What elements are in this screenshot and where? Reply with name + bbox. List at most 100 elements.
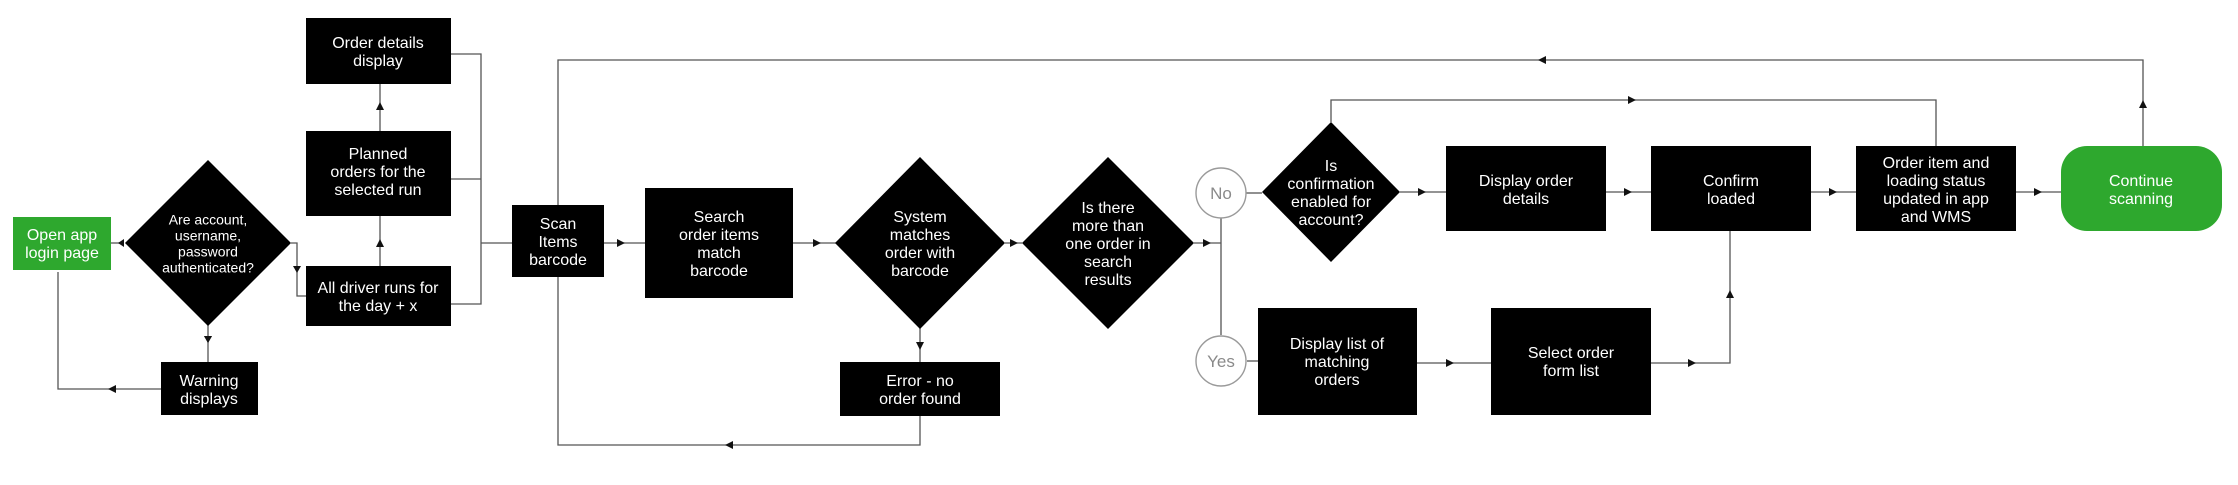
label-line: matches — [890, 227, 950, 244]
driver-runs-box — [306, 266, 451, 326]
select-order-box — [1491, 308, 1651, 415]
label-line: scanning — [2109, 191, 2173, 208]
display-order-details-box — [1446, 146, 1606, 231]
label-line: search — [1084, 254, 1132, 271]
label-line: login page — [25, 245, 99, 262]
authenticated-diamond — [125, 160, 291, 326]
label-line: display — [353, 53, 403, 70]
label-line: Display order — [1479, 173, 1574, 190]
arrowhead — [1446, 359, 1454, 367]
label-line: order found — [879, 391, 961, 408]
label-line: username, — [175, 227, 241, 243]
arrowhead — [108, 385, 116, 393]
choice-yes: Yes — [1195, 335, 1247, 387]
label-line: order with — [885, 245, 955, 262]
no-label: No — [1210, 184, 1232, 203]
system-matches-diamond — [835, 157, 1005, 329]
label-line: Items — [538, 234, 577, 251]
edge-select-to-confirm — [1651, 231, 1731, 364]
continue-scanning-box — [2061, 146, 2222, 231]
label-line: barcode — [529, 252, 587, 269]
label-line: Scan — [540, 216, 576, 233]
error-no-order-box — [840, 362, 1000, 416]
label-line: orders — [1314, 372, 1359, 389]
status-updated-box — [1856, 146, 2016, 231]
label-line: matching — [1305, 354, 1370, 371]
label-line: Display list of — [1290, 336, 1385, 353]
label-line: account? — [1299, 212, 1364, 229]
label-line: one order in — [1065, 236, 1150, 253]
label-line: details — [1503, 191, 1549, 208]
no-circle — [1195, 167, 1247, 219]
arrowhead — [617, 239, 625, 247]
label-line: authenticated? — [162, 259, 254, 275]
label-line: Are account, — [169, 211, 248, 227]
label-line: loaded — [1707, 191, 1755, 208]
yes-label: Yes — [1207, 352, 1235, 371]
connectors — [57, 53, 2147, 449]
label-line: enabled for — [1291, 194, 1372, 211]
arrowhead — [1418, 188, 1426, 196]
yes-circle — [1195, 335, 1247, 387]
label-line: Search — [694, 209, 745, 226]
search-items-box — [645, 188, 793, 298]
confirm-loaded-box — [1651, 146, 1811, 231]
arrowhead — [204, 336, 212, 343]
arrowhead — [293, 266, 301, 273]
arrowhead — [725, 441, 733, 449]
label-line: All driver runs for — [318, 280, 440, 297]
label-line: Order item and — [1883, 155, 1990, 172]
label-line: Order details — [332, 35, 424, 52]
confirmation-enabled-diamond — [1262, 122, 1400, 262]
planned-orders-box — [306, 131, 451, 216]
label-line: match — [697, 245, 741, 262]
scan-items-box — [512, 205, 604, 277]
label-line: Planned — [349, 146, 408, 163]
label-line: Is there — [1081, 200, 1134, 217]
label-line: barcode — [690, 263, 748, 280]
arrowhead — [813, 239, 821, 247]
label-line: Open app — [27, 227, 97, 244]
arrowhead — [1538, 56, 1546, 64]
label-line: updated in app — [1883, 191, 1989, 208]
label-line: Warning — [180, 373, 239, 390]
label-line: orders for the — [330, 164, 425, 181]
arrowhead — [1203, 239, 1211, 247]
arrowhead — [1688, 359, 1696, 367]
open-app-box — [13, 217, 111, 270]
label-line: Confirm — [1703, 173, 1759, 190]
arrowhead — [1829, 188, 1837, 196]
label-line: Is — [1325, 158, 1337, 175]
label-line: password — [178, 243, 238, 259]
label-line: more than — [1072, 218, 1144, 235]
